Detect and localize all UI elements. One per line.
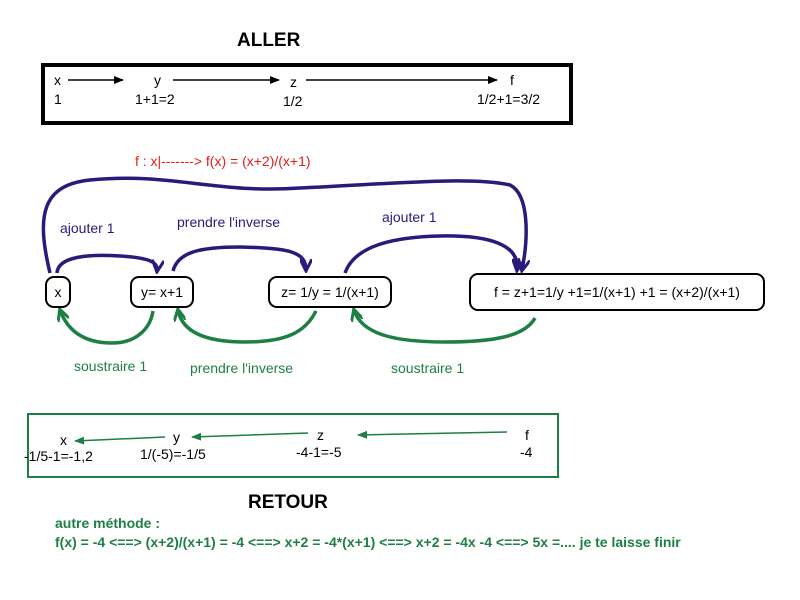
arrow-inverse-y-to-z <box>171 245 306 271</box>
node-x: x <box>45 276 71 308</box>
retour-y-value: 1/(-5)=-1/5 <box>140 446 206 462</box>
retour-x-label: x <box>60 432 67 448</box>
retour-title: RETOUR <box>248 492 328 513</box>
aller-y-value: 1+1=2 <box>135 91 175 107</box>
arrow-add1-z-to-f <box>343 234 517 273</box>
retour-z-value: -4-1=-5 <box>296 444 342 460</box>
aller-f-label: f <box>510 72 514 88</box>
retour-y-label: y <box>173 429 180 445</box>
aller-f-value: 1/2+1=3/2 <box>477 91 541 107</box>
retour-z-label: z <box>317 427 324 443</box>
method-line: f(x) = -4 <==> (x+2)/(x+1) = -4 <==> x+2… <box>55 534 681 550</box>
arrow-add1-x-to-y <box>55 253 157 273</box>
retour-x-value: -1/5-1=-1,2 <box>24 448 93 464</box>
retour-f-value: -4 <box>520 444 533 460</box>
label-inverse-forward: prendre l'inverse <box>177 214 281 230</box>
aller-y-label: y <box>154 72 161 88</box>
label-sub1-second: soustraire 1 <box>391 360 465 376</box>
label-add1-second: ajouter 1 <box>382 209 437 225</box>
aller-z-label: z <box>290 74 297 90</box>
arrow-inverse-z-to-y <box>178 310 318 344</box>
node-y: y= x+1 <box>130 276 194 308</box>
arrow-sub1-f-to-z <box>354 310 537 344</box>
arrow-big-x-to-f <box>41 176 526 273</box>
aller-box <box>41 63 573 125</box>
label-inverse-backward: prendre l'inverse <box>190 360 294 376</box>
aller-title: ALLER <box>237 30 301 51</box>
aller-x-value: 1 <box>54 91 62 107</box>
label-add1-first: ajouter 1 <box>60 220 115 236</box>
arrow-sub1-y-to-x <box>60 310 155 345</box>
retour-arrow-y-x <box>74 436 166 445</box>
node-f: f = z+1=1/y +1=1/(x+1) +1 = (x+2)/(x+1) <box>469 273 765 311</box>
retour-arrow-f-z <box>357 430 508 439</box>
aller-x-label: x <box>54 72 61 88</box>
method-heading: autre méthode : <box>55 515 161 531</box>
label-sub1-first: soustraire 1 <box>74 358 148 374</box>
aller-z-value: 1/2 <box>283 93 303 109</box>
node-z: z= 1/y = 1/(x+1) <box>268 276 392 308</box>
function-definition: f : x|-------> f(x) = (x+2)/(x+1) <box>135 153 311 169</box>
retour-f-label: f <box>525 427 529 443</box>
retour-arrow-z-y <box>191 432 309 441</box>
retour-box <box>27 413 559 478</box>
